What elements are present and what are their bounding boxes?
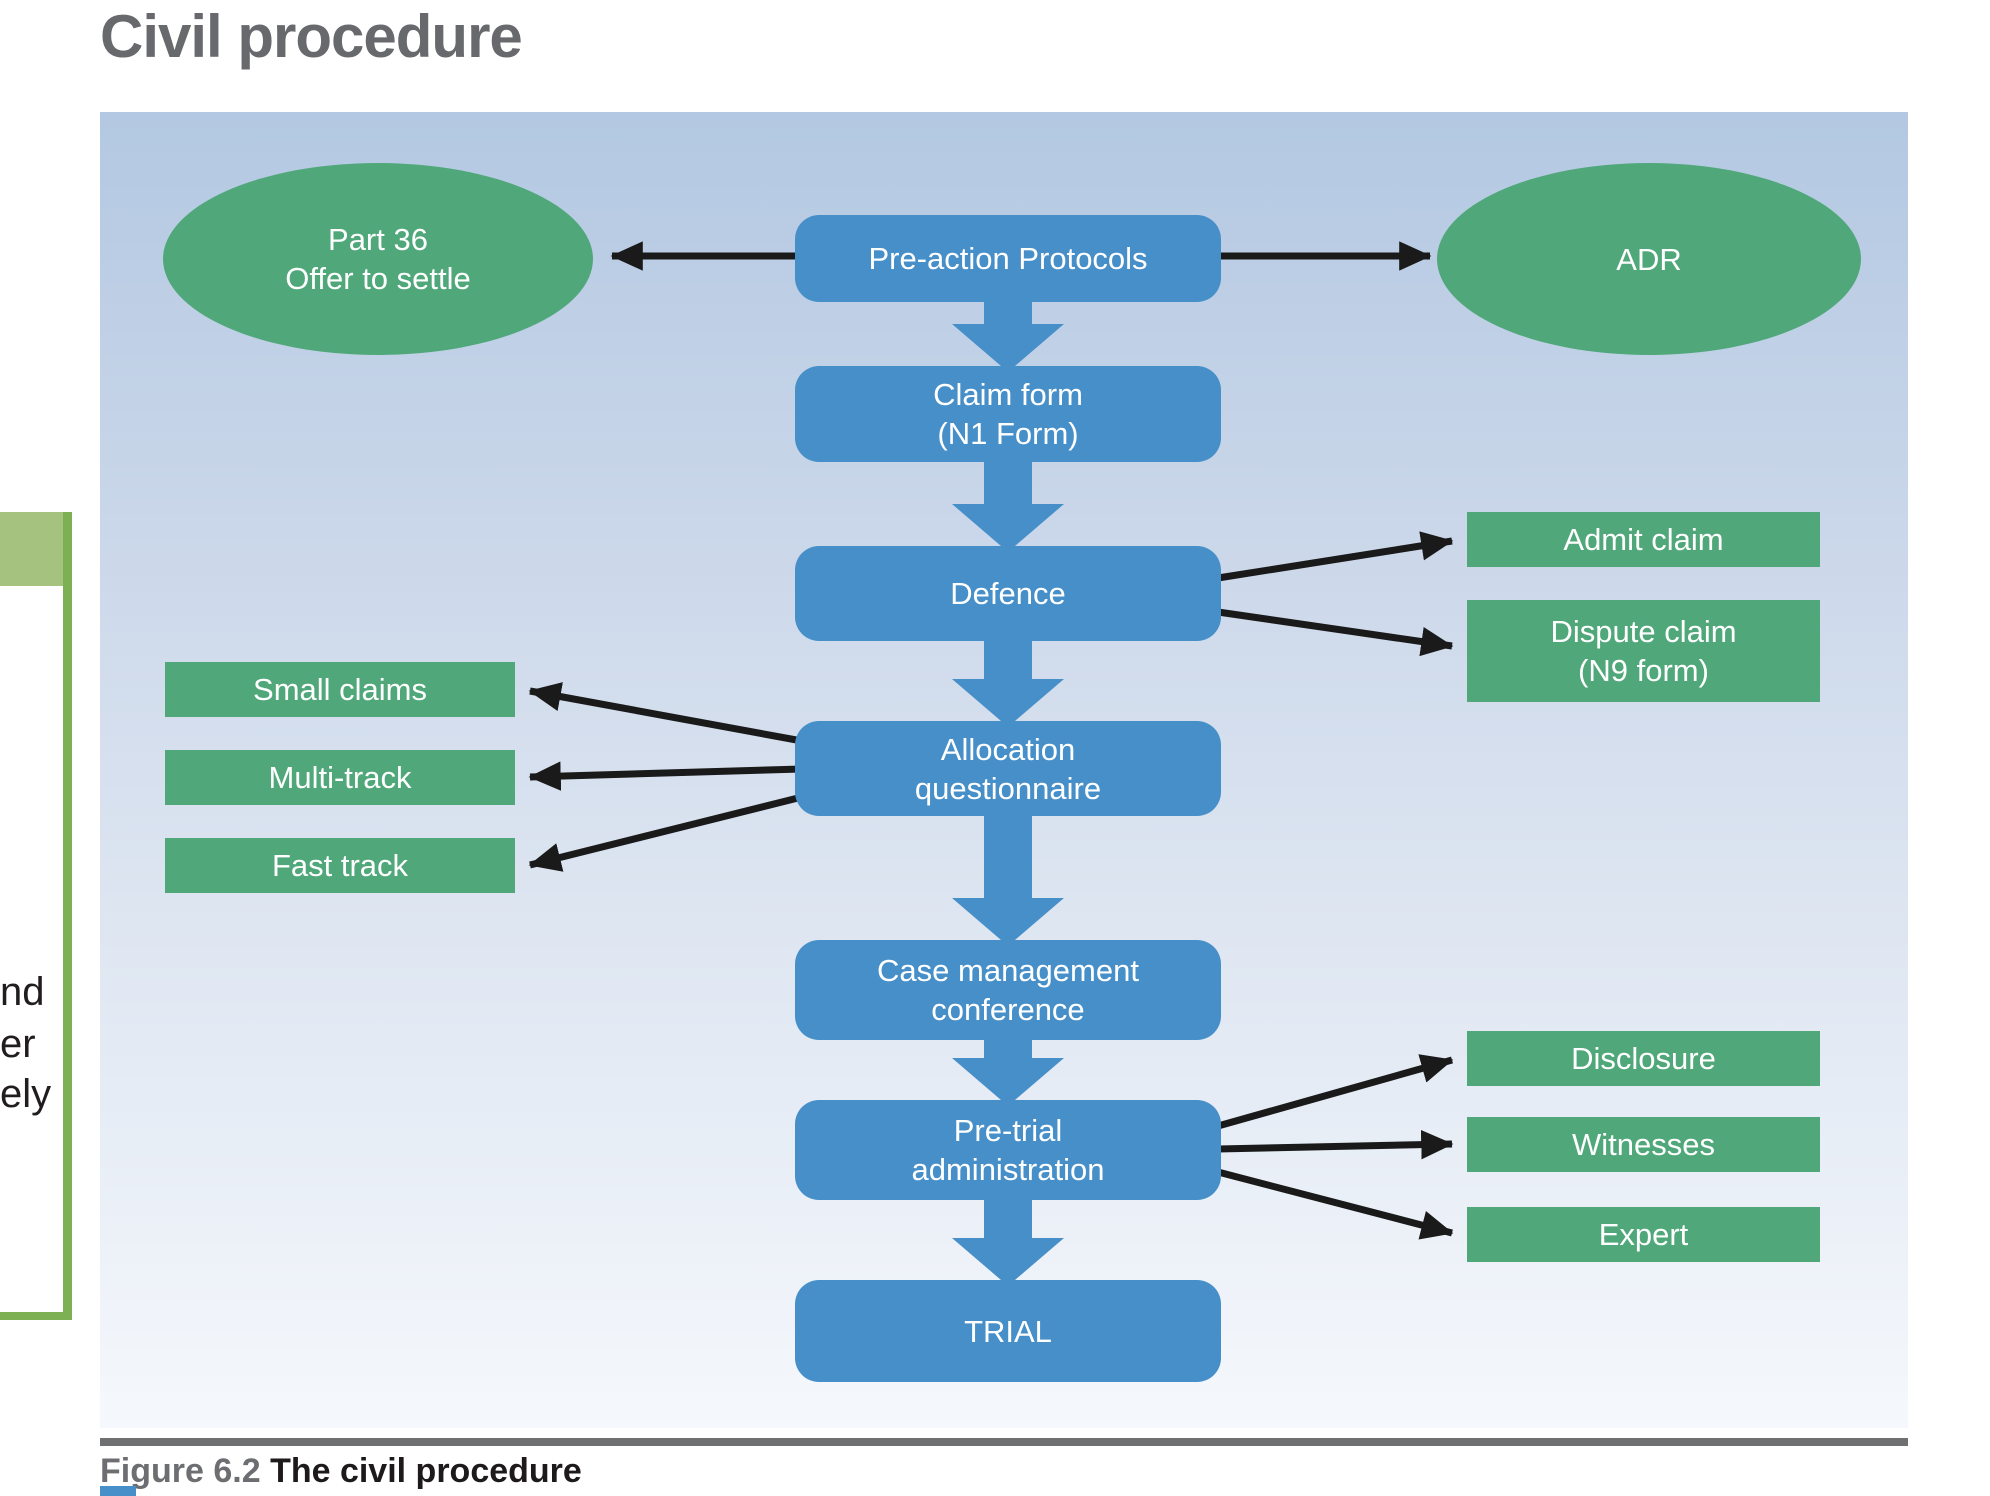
margin-text-fragment: er xyxy=(0,1022,36,1066)
node-case-management-conference: Case management conference xyxy=(795,940,1221,1040)
node-multi-track: Multi-track xyxy=(165,750,515,805)
node-small-claims: Small claims xyxy=(165,662,515,717)
node-disclosure: Disclosure xyxy=(1467,1031,1820,1086)
node-pre-trial-administration: Pre-trial administration xyxy=(795,1100,1221,1200)
node-expert: Expert xyxy=(1467,1207,1820,1262)
cropped-next-figure-edge xyxy=(100,1486,136,1496)
cropped-sidebar-box xyxy=(0,512,72,1320)
node-fast-track: Fast track xyxy=(165,838,515,893)
node-adr: ADR xyxy=(1437,163,1861,355)
node-admit-claim: Admit claim xyxy=(1467,512,1820,567)
margin-text-fragment: ely xyxy=(0,1072,52,1116)
node-part36-offer-to-settle: Part 36 Offer to settle xyxy=(163,163,593,355)
node-dispute-claim: Dispute claim (N9 form) xyxy=(1467,600,1820,702)
node-witnesses: Witnesses xyxy=(1467,1117,1820,1172)
margin-text-fragment: nd xyxy=(0,970,45,1014)
node-allocation-questionnaire: Allocation questionnaire xyxy=(795,721,1221,816)
node-pre-action-protocols: Pre-action Protocols xyxy=(795,215,1221,302)
node-trial: TRIAL xyxy=(795,1280,1221,1382)
figure-caption-label: Figure 6.2 xyxy=(100,1452,261,1490)
figure-caption: Figure 6.2 The civil procedure xyxy=(100,1452,582,1491)
page-title: Civil procedure xyxy=(100,3,523,70)
node-defence: Defence xyxy=(795,546,1221,641)
node-claim-form: Claim form (N1 Form) xyxy=(795,366,1221,462)
cropped-sidebar-box-header xyxy=(0,512,63,586)
figure-caption-text: The civil procedure xyxy=(270,1452,582,1490)
caption-rule xyxy=(100,1438,1908,1446)
